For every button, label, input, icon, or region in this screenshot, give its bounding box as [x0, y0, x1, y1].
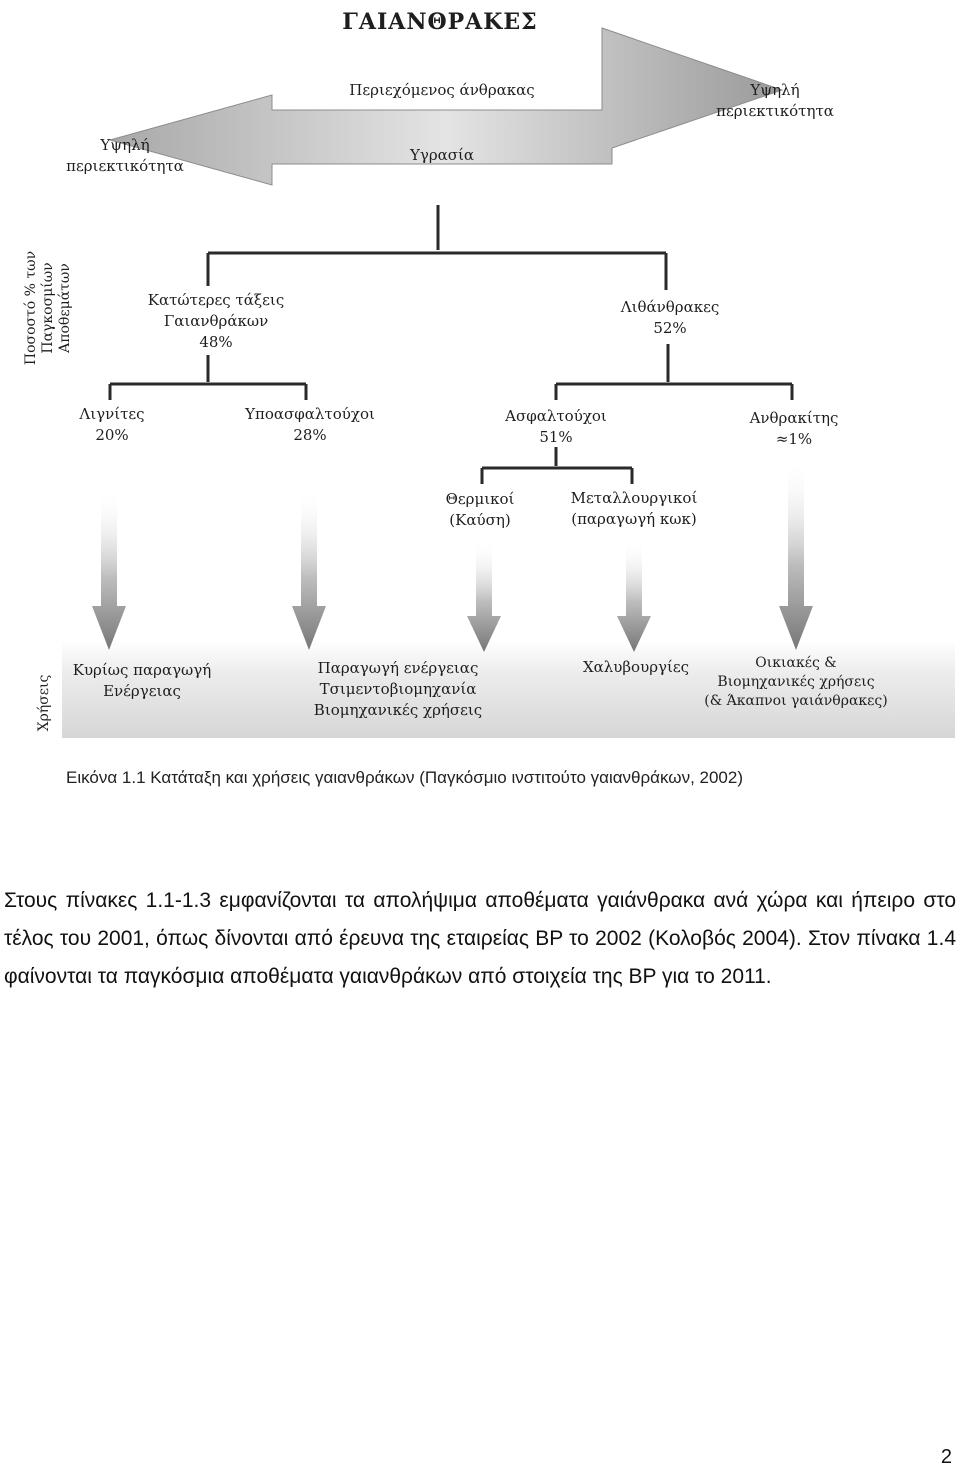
- use-energy-cement-line1: Παραγωγή ενέργειας: [317, 659, 479, 677]
- page-number: 2: [940, 1446, 952, 1468]
- high-content-right-line1: Υψηλή: [750, 81, 800, 99]
- down-arrow-subbituminous: [292, 490, 326, 650]
- uses-band: [62, 640, 955, 738]
- high-content-right: Υψηλή περιεκτικότητα: [700, 80, 850, 122]
- use-domestic-line2: Βιομηχανικές χρήσεις: [717, 674, 875, 690]
- down-arrow-lignite: [92, 490, 126, 650]
- node-hard-coal-line1: Λιθάνθρακες: [620, 298, 720, 316]
- carbon-content-label: Περιεχόμενος άνθρακας: [349, 81, 535, 99]
- node-low-rank-line3: 48%: [199, 333, 233, 351]
- use-domestic-line1: Οικιακές &: [755, 655, 837, 671]
- high-content-left-line1: Υψηλή: [100, 136, 150, 154]
- node-subbituminous-line1: Υποασφαλτούχοι: [245, 405, 375, 423]
- node-anthracite: Ανθρακίτης ≈1%: [730, 408, 858, 450]
- high-content-right-line2: περιεκτικότητα: [716, 102, 834, 120]
- figure-title: ΓΑΙΑΝΘΡΑΚΕΣ: [342, 9, 538, 35]
- use-energy-line2: Ενέργειας: [103, 682, 181, 700]
- down-arrows: [92, 460, 813, 652]
- node-anthracite-line1: Ανθρακίτης: [749, 409, 839, 427]
- node-anthracite-line2: ≈1%: [775, 430, 813, 448]
- node-lignite-line2: 20%: [95, 426, 129, 444]
- node-bituminous: Ασφαλτούχοι 51%: [486, 406, 626, 448]
- node-thermal-line1: Θερμικοί: [445, 490, 515, 508]
- side-label-uses: Χρήσεις: [36, 674, 52, 732]
- use-energy-line1: Κυρίως παραγωγή: [72, 661, 212, 679]
- node-bituminous-line2: 51%: [539, 428, 573, 446]
- node-subbituminous: Υποασφαλτούχοι 28%: [226, 404, 394, 446]
- node-thermal-line2: (Καύση): [449, 511, 511, 529]
- high-content-left-line2: περιεκτικότητα: [66, 157, 184, 175]
- figure-caption: Εικόνα 1.1 Κατάταξη και χρήσεις γαιανθρά…: [66, 768, 744, 787]
- down-arrow-thermal: [467, 540, 501, 652]
- node-thermal: Θερμικοί (Καύση): [420, 489, 540, 531]
- figure-graphics: [62, 27, 955, 738]
- body-paragraph: Στους πίνακες 1.1-1.3 εμφανίζονται τα απ…: [4, 889, 956, 988]
- use-energy: Κυρίως παραγωγή Ενέργειας: [62, 660, 222, 702]
- side-label-share-line1: Ποσοστό % των: [23, 250, 39, 366]
- node-lignite-line1: Λιγνίτες: [79, 405, 145, 423]
- node-metallurgical-line1: Μεταλλουργικοί: [570, 489, 698, 507]
- node-low-rank-line2: Γαιανθράκων: [163, 312, 269, 330]
- down-arrow-metallurgical: [617, 540, 651, 652]
- node-metallurgical: Μεταλλουργικοί (παραγωγή κωκ): [556, 488, 712, 530]
- side-label-share: Ποσοστό % των Παγκοσμίων Αποθεμάτων: [23, 243, 79, 373]
- use-energy-cement-line3: Βιομηχανικές χρήσεις: [313, 701, 483, 719]
- use-energy-cement-line2: Τσιμεντοβιομηχανία: [319, 680, 477, 698]
- side-label-share-line2: Παγκοσμίων: [40, 262, 56, 354]
- moisture-label: Υγρασία: [409, 146, 475, 164]
- use-steel: Χαλυβουργίες: [570, 657, 702, 678]
- tree-lines: [108, 205, 794, 484]
- node-subbituminous-line2: 28%: [293, 426, 327, 444]
- down-arrow-anthracite: [779, 460, 813, 650]
- use-steel-line1: Χαλυβουργίες: [582, 658, 690, 676]
- node-metallurgical-line2: (παραγωγή κωκ): [571, 510, 697, 528]
- side-label-share-line3: Αποθεμάτων: [57, 263, 73, 353]
- node-low-rank-line1: Κατώτερες τάξεις: [147, 291, 285, 309]
- node-lignite: Λιγνίτες 20%: [60, 404, 164, 446]
- node-bituminous-line1: Ασφαλτούχοι: [505, 407, 607, 425]
- double-headed-arrow: [108, 27, 784, 186]
- use-domestic-line3: (& Άκαπνοι γαιάνθρακες): [704, 693, 888, 709]
- coal-classification-figure: ΓΑΙΑΝΘΡΑΚΕΣ Περιεχόμενος άνθρακας Υγρασί…: [23, 9, 955, 738]
- node-hard-coal-line2: 52%: [653, 319, 687, 337]
- node-low-rank-coals: Κατώτερες τάξεις Γαιανθράκων 48%: [130, 290, 302, 353]
- use-domestic-industrial: Οικιακές & Βιομηχανικές χρήσεις (& Άκαπν…: [694, 654, 898, 711]
- high-content-left: Υψηλή περιεκτικότητα: [50, 135, 200, 177]
- node-hard-coal: Λιθάνθρακες 52%: [600, 297, 740, 339]
- use-energy-cement-industry: Παραγωγή ενέργειας Τσιμεντοβιομηχανία Βι…: [300, 658, 496, 721]
